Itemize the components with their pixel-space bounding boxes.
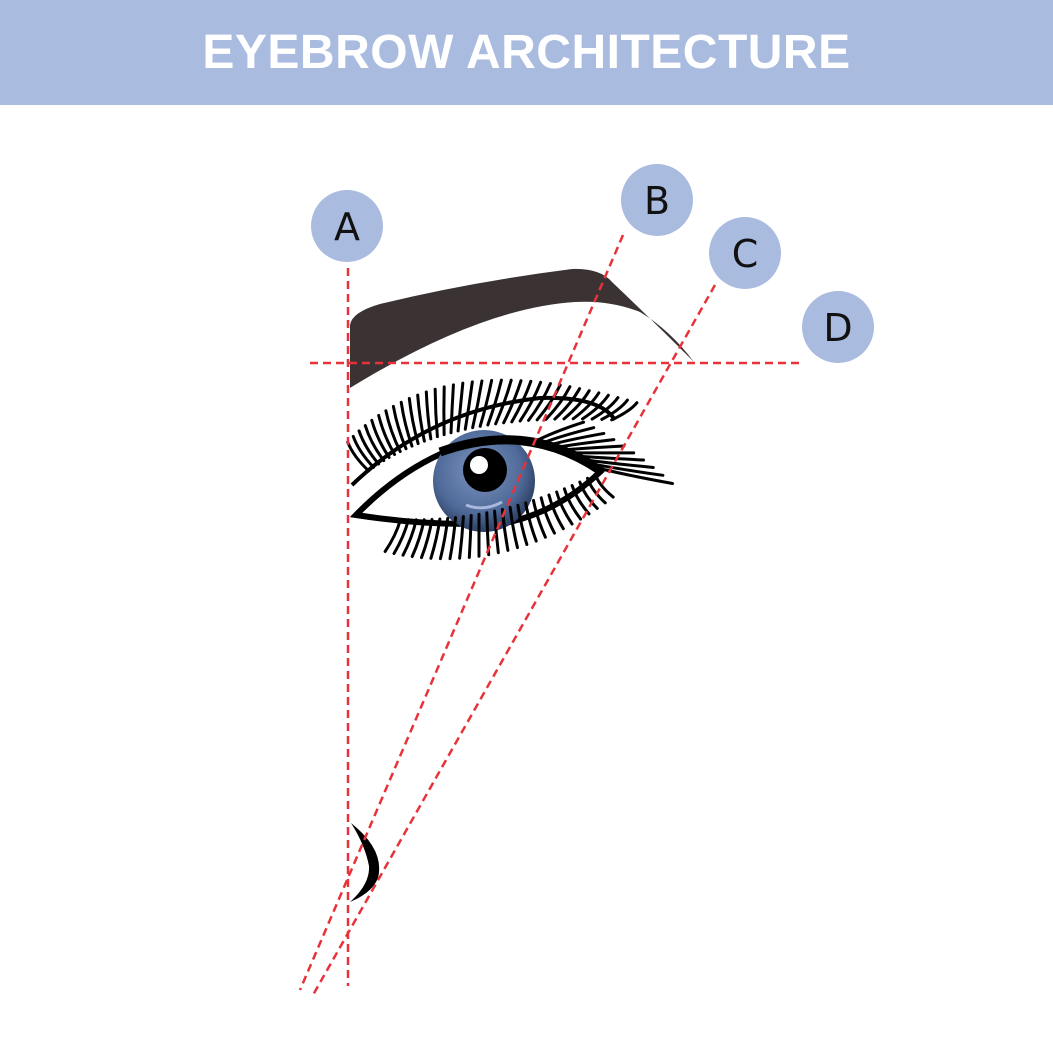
- eyelash: [449, 383, 455, 435]
- eyelash: [590, 396, 620, 421]
- header-banner: EYEBROW ARCHITECTURE: [0, 0, 1053, 105]
- eyelash: [410, 518, 426, 559]
- eyelash: [553, 438, 616, 450]
- eye: [346, 378, 674, 561]
- iris-reflection: [465, 500, 503, 510]
- pupil-highlight: [470, 456, 488, 474]
- nose-outline: [350, 823, 380, 902]
- marker-b-label: B: [644, 179, 670, 223]
- marker-c: C: [709, 217, 781, 289]
- eyelash: [463, 380, 474, 431]
- eyelash: [429, 517, 442, 560]
- eyelash: [424, 390, 433, 441]
- marker-c-label: C: [732, 232, 759, 276]
- eyelash: [377, 413, 397, 456]
- eyelash: [610, 401, 639, 422]
- eyebrow: [350, 268, 694, 388]
- eyelash: [573, 454, 645, 462]
- eyelash: [600, 398, 629, 421]
- eyelash: [471, 379, 484, 430]
- page-title: EYEBROW ARCHITECTURE: [202, 26, 851, 79]
- eyelash: [593, 472, 615, 499]
- eyelash: [581, 393, 610, 421]
- eyelash: [508, 505, 519, 550]
- eyelash: [351, 434, 376, 469]
- eyelash: [399, 400, 414, 448]
- eyelash: [384, 409, 402, 454]
- eyelash: [544, 385, 572, 421]
- eyelash: [560, 444, 626, 452]
- eyelash: [539, 426, 596, 446]
- eyelash: [438, 516, 450, 561]
- eyelash: [392, 518, 410, 555]
- eyelash: [562, 389, 591, 421]
- eyelash: [391, 404, 408, 451]
- eyelash: [546, 431, 606, 447]
- eyelash: [555, 490, 574, 526]
- eyelash: [363, 424, 386, 463]
- eyelash: [553, 387, 582, 421]
- guide-line-b: [298, 234, 625, 991]
- marker-d-label: D: [823, 306, 852, 350]
- eyelash: [357, 429, 381, 466]
- eyelash: [407, 397, 420, 446]
- eyelashes: [346, 378, 674, 561]
- eyelash: [486, 378, 503, 427]
- eyelash: [401, 518, 418, 557]
- eyelash: [448, 516, 458, 561]
- eyelash: [433, 387, 439, 439]
- eyelash: [527, 382, 552, 422]
- eyelash: [420, 517, 434, 560]
- eyelash: [524, 501, 538, 543]
- eyelash: [580, 457, 655, 469]
- eyelash: [578, 480, 599, 510]
- eyelash: [587, 461, 665, 477]
- eyelash: [467, 514, 473, 559]
- marker-a-label: A: [334, 205, 360, 249]
- marker-b: B: [621, 164, 693, 236]
- eyelash: [383, 518, 403, 554]
- eyelash: [593, 465, 674, 485]
- eyelash: [562, 487, 583, 521]
- eyelash: [518, 380, 543, 423]
- eyelash: [532, 420, 586, 444]
- eyelash: [539, 496, 556, 535]
- eyelash: [571, 391, 601, 421]
- eyelash: [494, 378, 513, 426]
- guide-line-c: [311, 284, 717, 996]
- eyelash: [516, 503, 529, 547]
- eyelash: [478, 378, 494, 428]
- eyelash: [586, 476, 607, 505]
- eyelash: [500, 507, 510, 552]
- eyelash: [416, 393, 426, 443]
- eyelash: [502, 379, 523, 425]
- eyelash: [456, 381, 465, 433]
- eyelash: [510, 379, 533, 424]
- eyelash: [493, 509, 500, 555]
- eyelash: [370, 418, 391, 459]
- marker-a: A: [311, 190, 383, 262]
- eyelash: [458, 515, 465, 560]
- eyelash: [547, 493, 565, 531]
- eyelash: [531, 498, 547, 539]
- marker-d: D: [802, 291, 874, 363]
